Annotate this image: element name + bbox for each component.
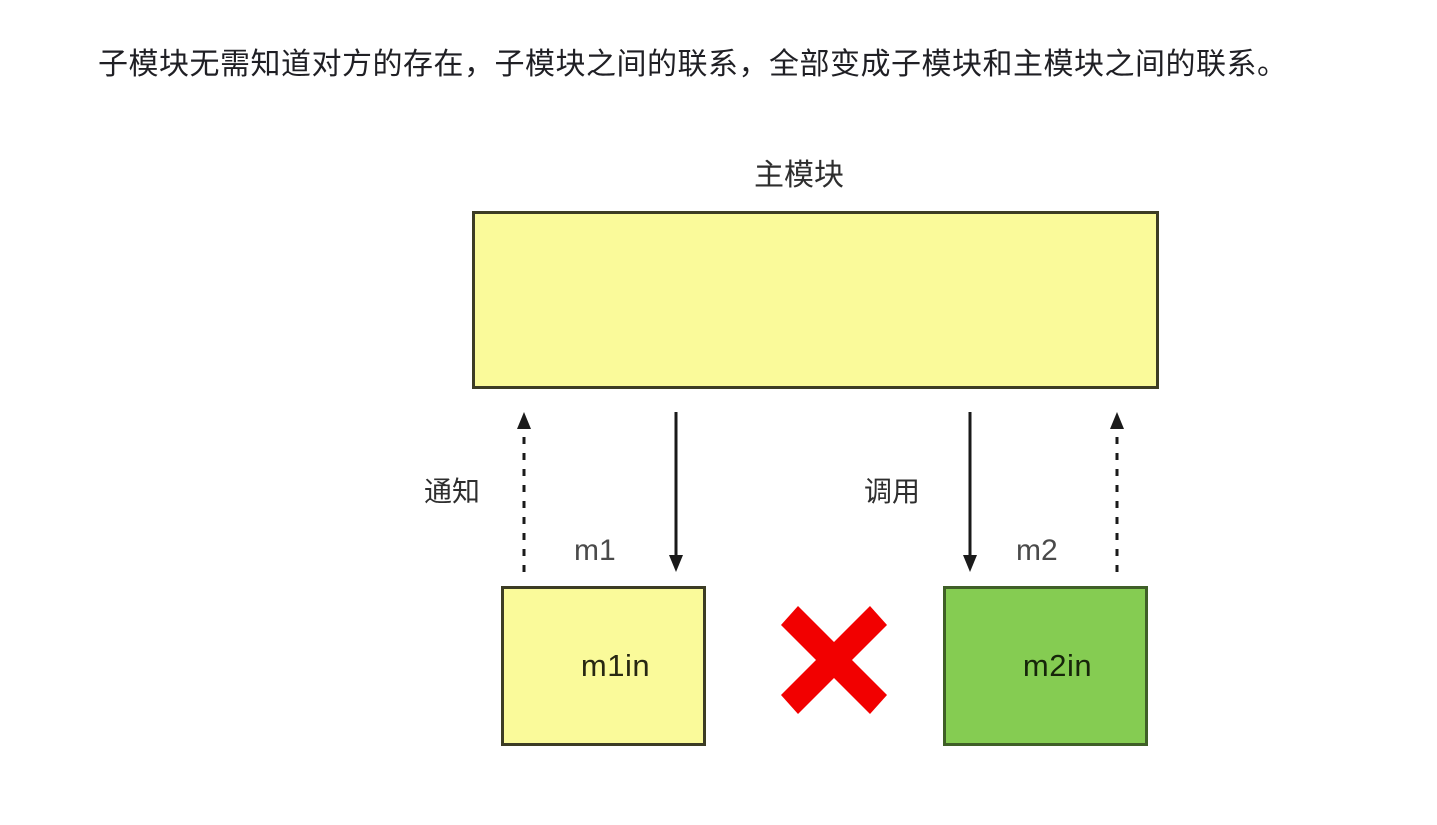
sub-module-label-m1: m1 (574, 534, 616, 567)
page-caption: 子模块无需知道对方的存在，子模块之间的联系，全部变成子模块和主模块之间的联系。 (98, 48, 1288, 81)
arrow-m2-call-down (963, 412, 977, 572)
edge-label-call: 调用 (864, 476, 921, 507)
red-cross-icon (781, 606, 887, 714)
arrow-m1-call-down (669, 412, 683, 572)
sub-module-box-text-m1in: m1in (580, 648, 651, 683)
arrow-m2-notify-up (1110, 412, 1124, 572)
sub-module-box-m1in: m1in (501, 586, 706, 746)
main-module-label: 主模块 (754, 159, 844, 192)
sub-module-label-m2: m2 (1016, 534, 1058, 567)
sub-module-box-m2in: m2in (943, 586, 1148, 746)
main-module-box (472, 211, 1159, 389)
sub-module-box-text-m2in: m2in (1022, 648, 1093, 683)
edge-label-notify: 通知 (424, 476, 481, 507)
arrow-m1-notify-up (517, 412, 531, 572)
